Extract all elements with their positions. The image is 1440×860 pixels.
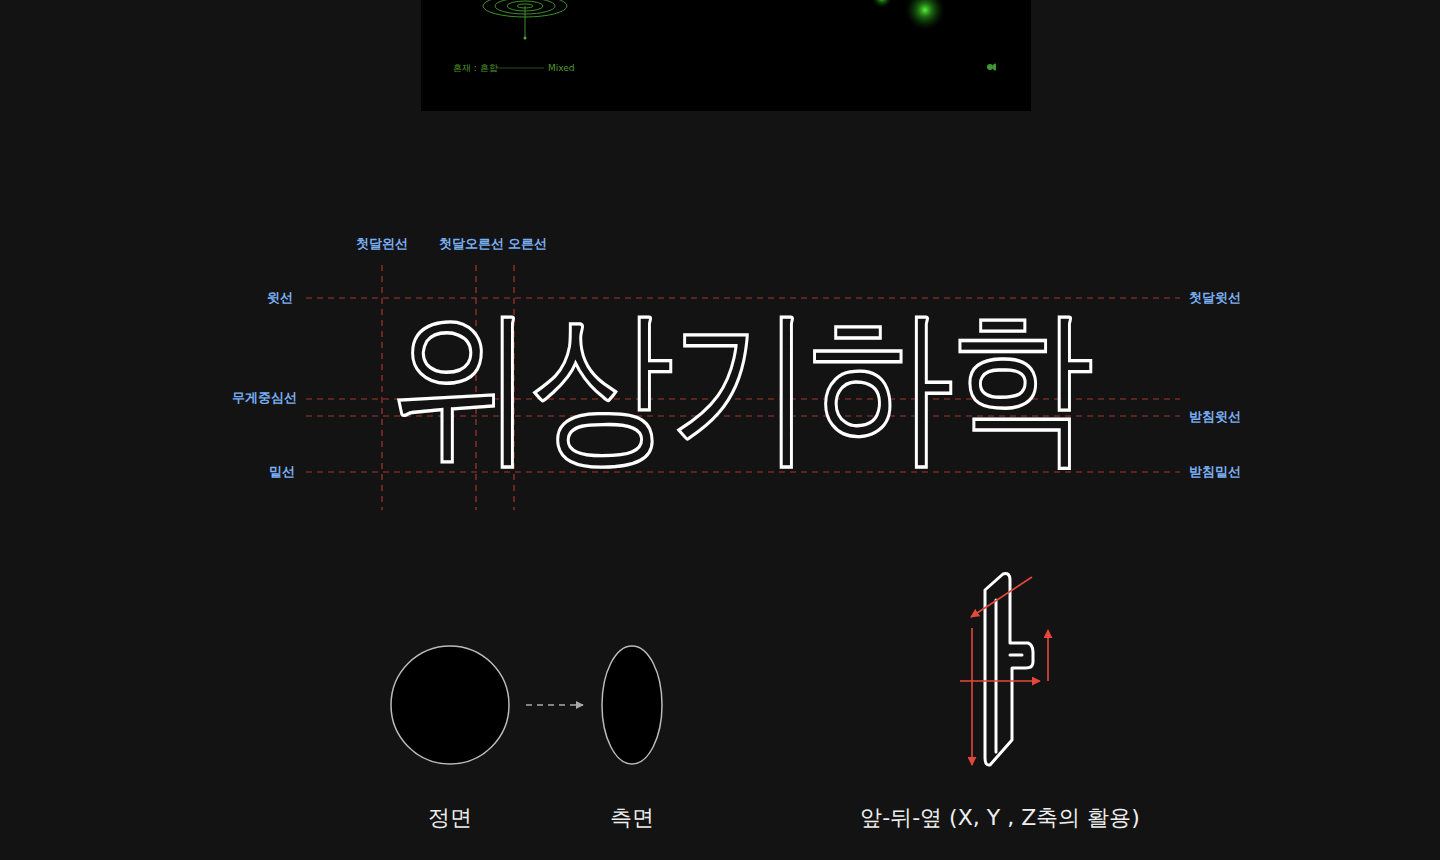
guide-label: 첫달윗선	[1188, 289, 1242, 307]
circle-shape: 정면	[390, 645, 510, 840]
ellipse-shape: 측면	[601, 645, 663, 840]
guide-label: 밑선	[268, 463, 296, 481]
guide-label: 무게중심선	[231, 389, 298, 407]
preview-panel: 혼재 : 혼합 Mixed	[421, 0, 1031, 111]
axis-arrows	[960, 577, 1048, 765]
guide-lines	[306, 265, 1180, 510]
guide-label: 오른선	[507, 235, 548, 253]
panel-caption: Mixed	[548, 63, 575, 73]
guide-label: 받침밑선	[1188, 463, 1242, 481]
guide-label: 윗선	[266, 289, 294, 307]
panel-art	[421, 0, 1031, 111]
guide-label: 받침윗선	[1188, 408, 1242, 426]
guide-label: 첫달오른선	[438, 235, 505, 253]
dashed-arrow	[526, 704, 583, 706]
shape-caption: 측면	[610, 803, 654, 833]
shape-caption: 정면	[428, 803, 472, 833]
circle-outline	[390, 645, 510, 765]
lettering: 위상기하학	[390, 301, 1088, 469]
figure-caption: 앞-뒤-옆 (X, Y , Z축의 활용)	[860, 803, 1140, 833]
guide-label: 첫달왼선	[355, 235, 409, 253]
panel-caption: 혼재 : 혼합	[453, 62, 498, 75]
ellipse-outline	[601, 645, 663, 765]
